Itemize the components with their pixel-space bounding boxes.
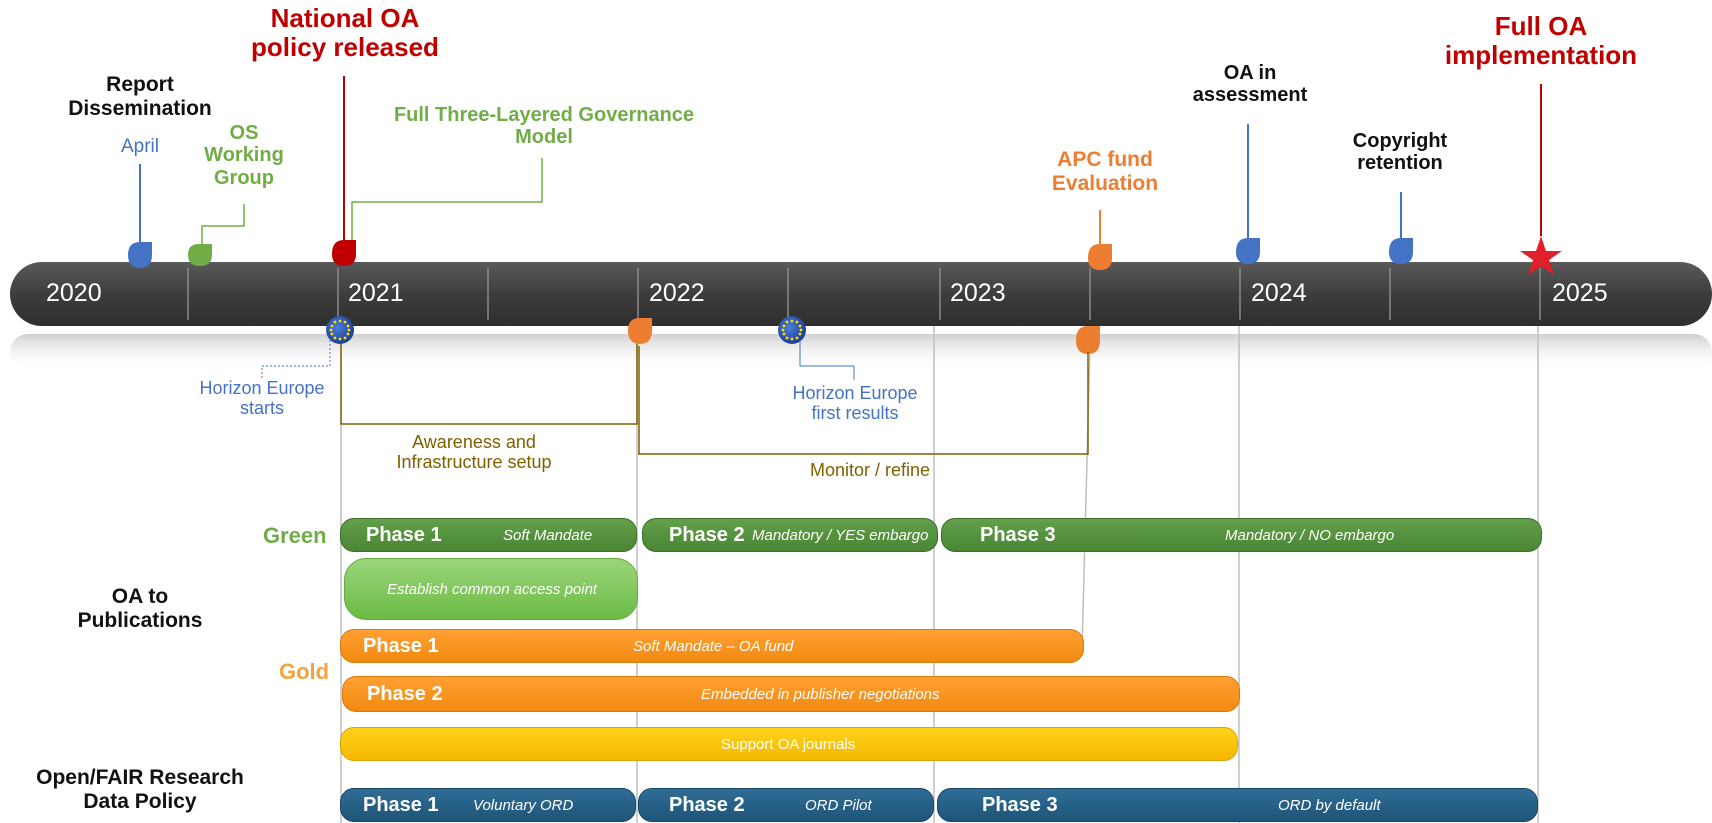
report-marker: [128, 242, 152, 268]
monitor-label: Monitor / refine: [809, 460, 931, 480]
copyright-milestone: Copyright retention: [1352, 130, 1448, 175]
phase-desc: Embedded in publisher negotiations: [701, 685, 940, 703]
apc-evaluation-marker: [1076, 326, 1100, 354]
phase-desc: Voluntary ORD: [473, 796, 574, 814]
bar-desc: Support OA journals: [721, 735, 856, 753]
governance-milestone: Full Three-Layered Governance Model: [393, 104, 695, 149]
he-results-label: Horizon Europe first results: [792, 383, 918, 424]
report-milestone: Report Dissemination: [68, 73, 212, 120]
year-label: 2020: [46, 279, 102, 307]
apc-milestone: APC fund Evaluation: [1051, 148, 1159, 195]
he-results-connector: [799, 340, 855, 380]
full-oa-milestone: Full OA implementation: [1444, 11, 1638, 71]
gold-phase1-bar: Phase 1 Soft Mandate – OA fund: [340, 629, 1084, 663]
he-starts-connector: [261, 340, 331, 380]
phase-label: Phase 2: [669, 793, 745, 816]
he-starts-eu-icon: [326, 316, 354, 344]
awareness-bracket: [340, 344, 638, 425]
os-wg-connector: [201, 204, 245, 246]
phase-desc: Mandatory / YES embargo: [752, 526, 929, 544]
gold-row-label: Gold: [279, 659, 330, 684]
green-row-label: Green: [263, 523, 327, 548]
timeline-bar: [10, 262, 1712, 326]
phase-label: Phase 1: [363, 634, 439, 657]
year-label: 2022: [649, 279, 705, 307]
phase-desc: ORD by default: [1278, 796, 1381, 814]
awareness-label: Awareness and Infrastructure setup: [396, 432, 552, 473]
phase-label: Phase 1: [366, 523, 442, 546]
phase-label: Phase 1: [363, 793, 439, 816]
year-label: 2025: [1552, 279, 1608, 307]
oa-assessment-marker: [1236, 238, 1260, 264]
phase-label: Phase 3: [982, 793, 1058, 816]
phase-label: Phase 2: [669, 523, 745, 546]
ord-phase1-bar: Phase 1 Voluntary ORD: [340, 788, 636, 822]
report-month: April: [120, 136, 159, 157]
apc-marker: [1088, 244, 1112, 270]
os-wg-milestone: OS Working Group: [204, 122, 284, 189]
gold-support-bar: Support OA journals: [340, 727, 1238, 761]
year-label: 2023: [950, 279, 1006, 307]
gold-phase2-bar: Phase 2 Embedded in publisher negotiatio…: [342, 676, 1240, 712]
phase-desc: Soft Mandate: [503, 526, 593, 544]
green-phase2-bar: Phase 2 Mandatory / YES embargo: [642, 518, 938, 552]
governance-connector: [351, 158, 543, 240]
year-label: 2021: [348, 279, 404, 307]
ord-phase3-bar: Phase 3 ORD by default: [937, 788, 1538, 822]
os-wg-marker: [188, 244, 212, 266]
oa-assessment-milestone: OA in assessment: [1192, 62, 1308, 107]
he-starts-label: Horizon Europe starts: [199, 378, 325, 419]
phase-desc: ORD Pilot: [805, 796, 872, 814]
phase-desc: Soft Mandate – OA fund: [633, 637, 794, 655]
green-phase3-bar: Phase 3 Mandatory / NO embargo: [941, 518, 1542, 552]
year-label: 2024: [1251, 279, 1307, 307]
bar-desc: Establish common access point: [387, 580, 598, 598]
timeline-reflection: [10, 334, 1712, 370]
phase-label: Phase 2: [367, 682, 443, 705]
timeline-ticks: [187, 268, 1541, 320]
he-results-eu-icon: [778, 316, 806, 344]
monitor-bracket: [638, 346, 1089, 455]
oa-publications-label: OA to Publications: [77, 585, 203, 632]
national-oa-milestone: National OA policy released: [251, 3, 439, 63]
ord-phase2-bar: Phase 2 ORD Pilot: [638, 788, 934, 822]
green-phase1-bar: Phase 1 Soft Mandate: [340, 518, 637, 552]
phase-label: Phase 3: [980, 523, 1056, 546]
phase-desc: Mandatory / NO embargo: [1225, 526, 1395, 544]
full-oa-star-icon: [1520, 236, 1562, 275]
ord-policy-label: Open/FAIR Research Data Policy: [36, 766, 244, 813]
national-oa-marker: [332, 240, 356, 266]
green-access-bar: Establish common access point: [344, 558, 638, 620]
copyright-marker: [1389, 238, 1413, 264]
phase2-start-marker: [628, 318, 652, 344]
